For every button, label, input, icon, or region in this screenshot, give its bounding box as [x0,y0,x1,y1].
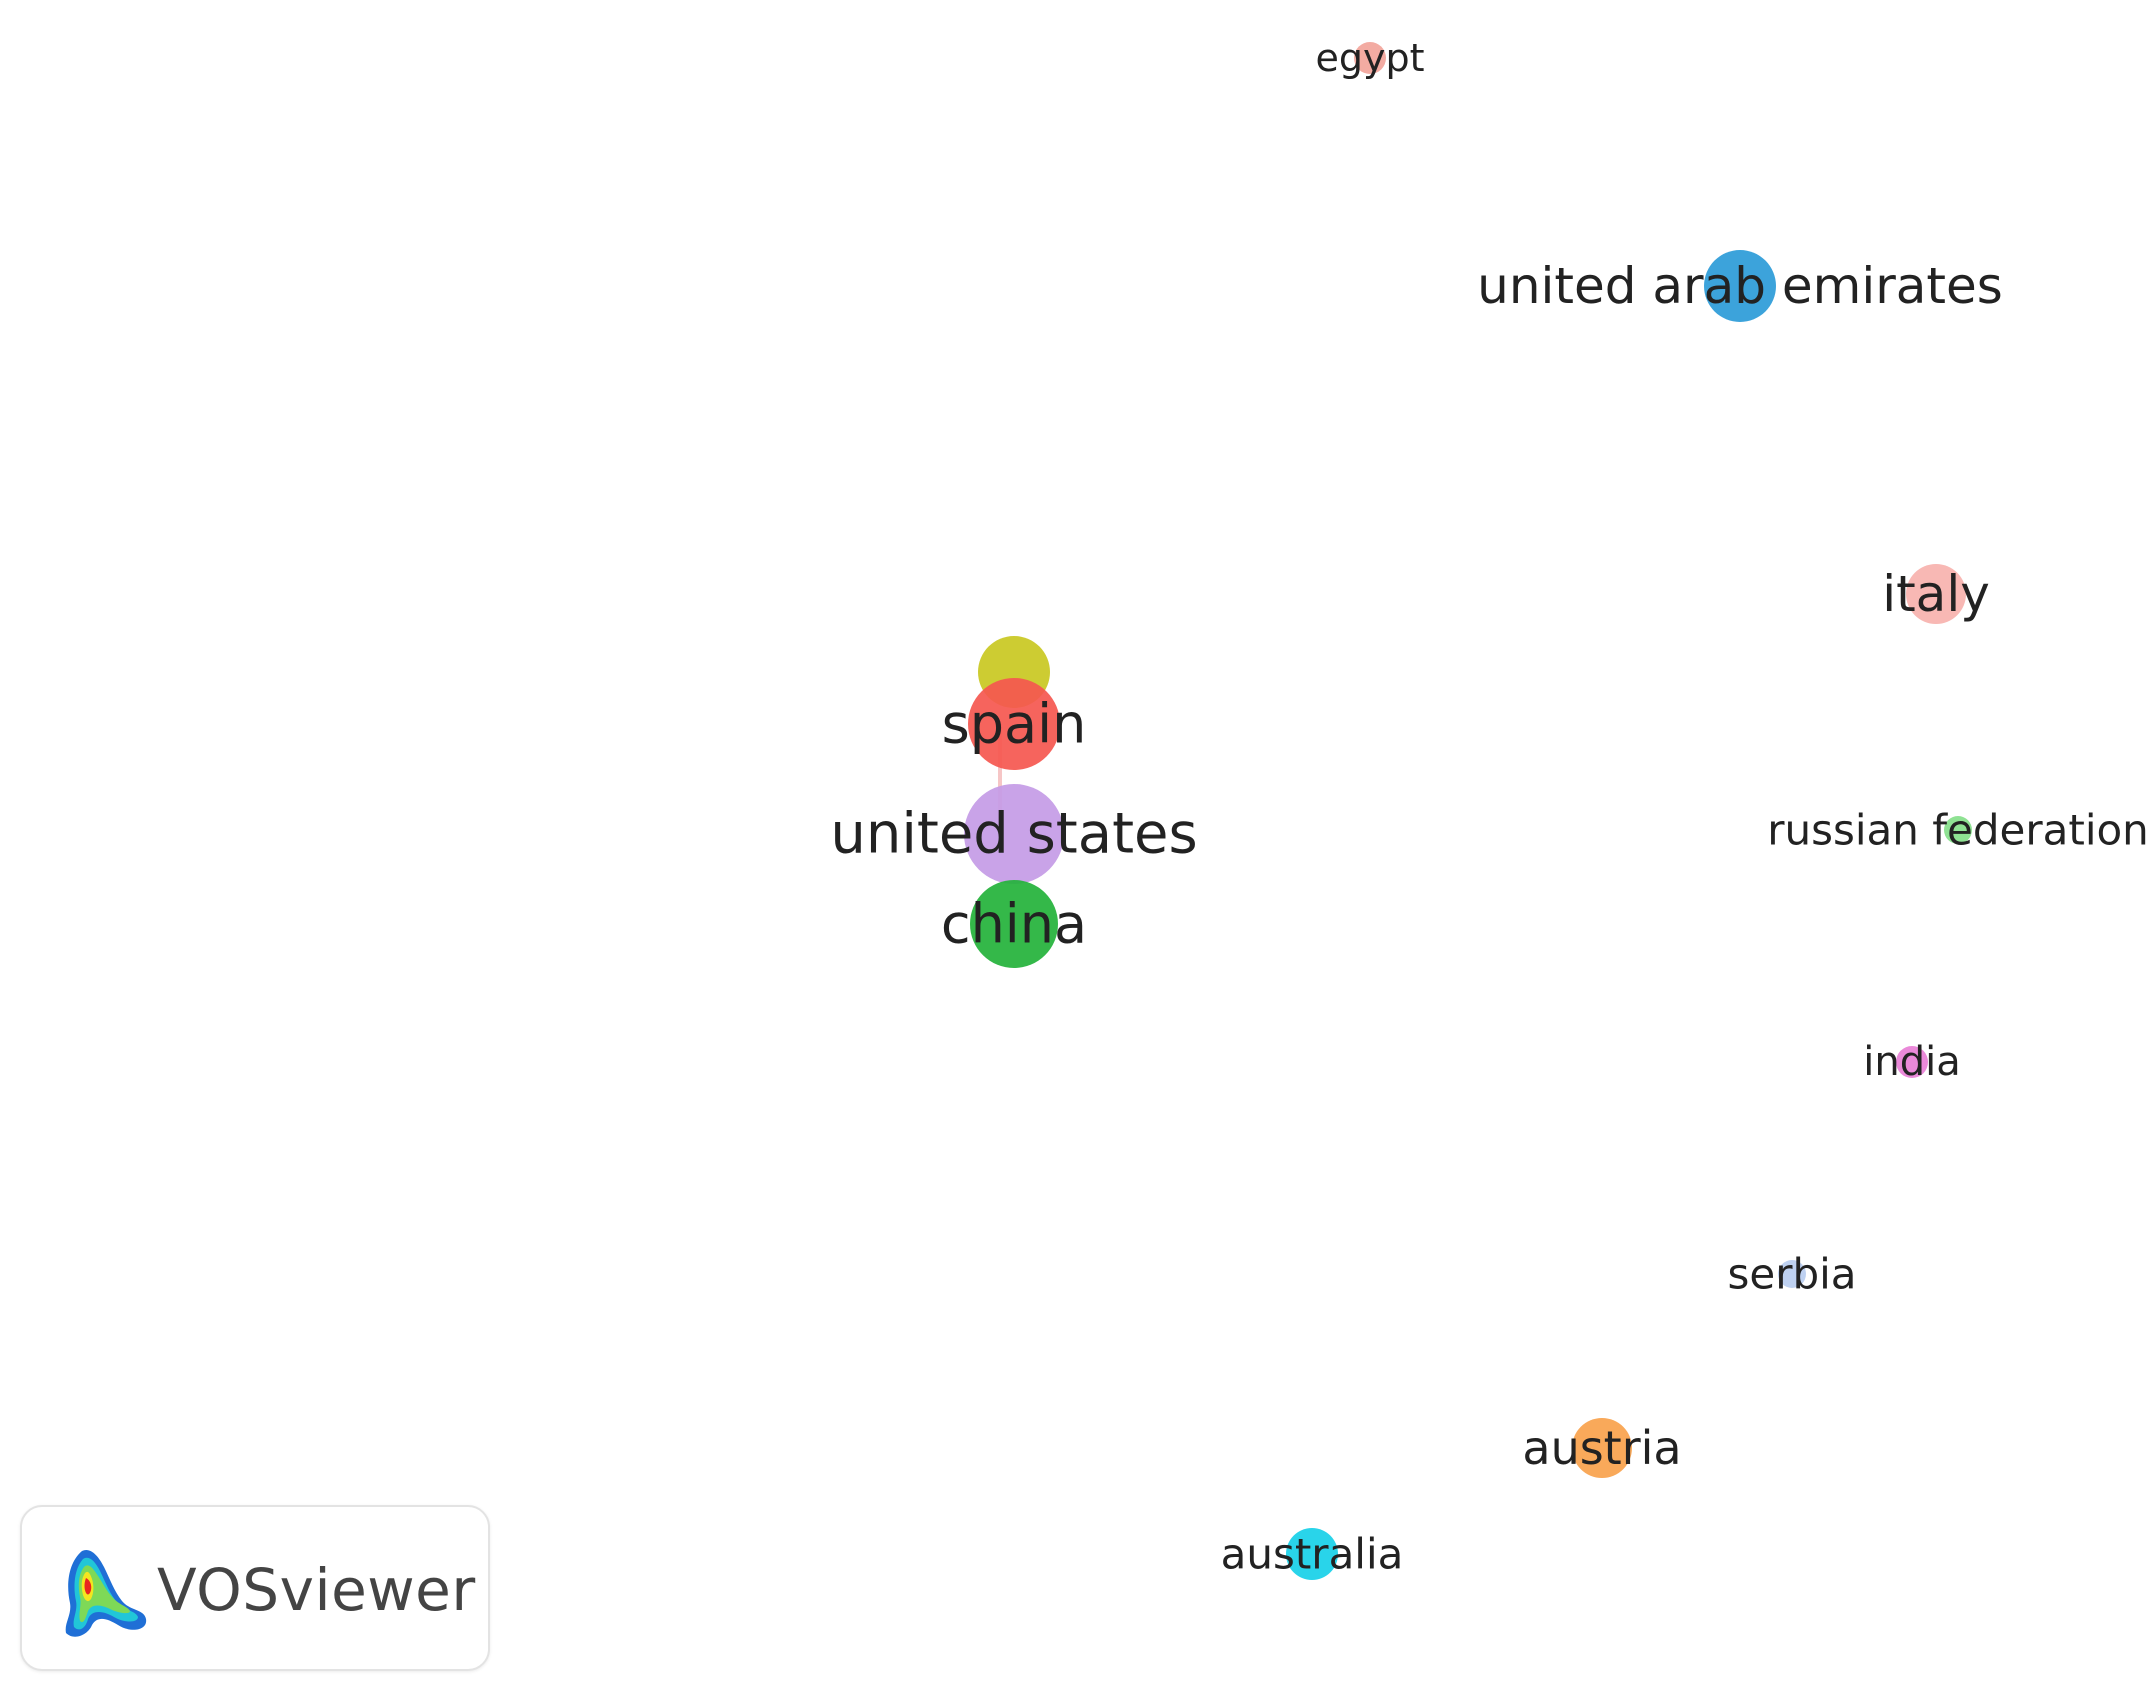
node-russian-federation[interactable] [1944,816,1972,844]
node-label-serbia: serbia [1727,1250,1856,1299]
vosviewer-logo-icon [65,1549,147,1637]
nodes-layer [964,42,1972,1580]
vosviewer-badge: VOSviewer [20,1505,490,1671]
node-china[interactable] [970,880,1058,968]
node-label-australia: australia [1221,1530,1404,1579]
node-label-india: india [1863,1039,1960,1085]
node-label-austria: austria [1522,1421,1681,1475]
node-uae[interactable] [1704,250,1776,322]
node-austria[interactable] [1572,1418,1632,1478]
node-italy[interactable] [1906,564,1966,624]
node-australia[interactable] [1286,1528,1338,1580]
node-label-russian-federation: russian federation [1767,806,2149,855]
node-india[interactable] [1896,1046,1928,1078]
node-label-italy: italy [1882,565,1990,623]
node-spain[interactable] [968,678,1060,770]
node-label-united-states: united states [830,802,1197,867]
node-label-china: china [941,893,1087,956]
node-label-egypt: egypt [1315,36,1424,80]
labels-layer: egypt united arab emirates italy spain unite… [830,36,2148,1579]
node-egypt[interactable] [1354,42,1386,74]
brand-name: VOSviewer [157,1556,476,1624]
node-serbia[interactable] [1778,1260,1806,1288]
node-label-uae: united arab emirates [1477,257,2003,315]
node-united-states[interactable] [964,784,1064,884]
node-label-spain: spain [942,693,1087,756]
